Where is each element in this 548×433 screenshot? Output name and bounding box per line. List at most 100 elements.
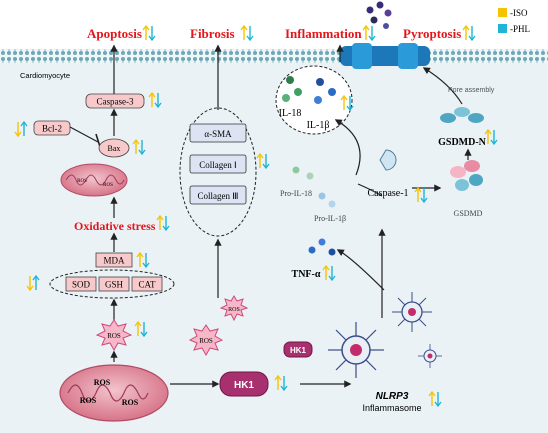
mito-small-ros-2: ROS: [103, 183, 113, 188]
trend-gsdmd-n: [484, 128, 498, 146]
ros-burst-mid: [219, 295, 249, 322]
trend-bax: [132, 138, 146, 156]
mito-ros-1: ROS: [94, 378, 111, 387]
collagen1-label: Collagen Ⅰ: [199, 160, 236, 170]
hk1-main-label: HK1: [234, 380, 254, 391]
trend-il: [340, 94, 354, 112]
arrow-pore-assembly: [422, 67, 463, 105]
hk1-main-node: [219, 371, 269, 397]
gsdmd-label: GSDMD: [454, 209, 483, 218]
mito-ros-3: ROS: [122, 398, 139, 407]
arrow-caspase1-il: [334, 119, 361, 176]
cat-box: [131, 276, 163, 292]
mda-box: [95, 252, 133, 268]
ros-burst-center: [95, 319, 133, 352]
gsdmd-n-shape: [440, 107, 484, 123]
caspase3-label: Caspase-3: [97, 97, 134, 107]
il1b-label: IL-1β: [307, 120, 330, 131]
trend-antioxidants: [26, 274, 40, 292]
bax-label: Bax: [108, 144, 121, 153]
legend-phl-swatch: [498, 24, 507, 33]
ros-left-label: ROS: [199, 337, 213, 345]
trend-mda: [136, 251, 150, 269]
ros-mid-label: ROS: [228, 307, 240, 313]
pro-il18-label: Pro-IL-18: [280, 189, 312, 198]
cardiomyocyte-label: Cardiomyocyte: [20, 71, 70, 80]
gsdmd-n-label: GSDMD-N: [438, 137, 487, 148]
antioxidant-group: [49, 269, 175, 299]
pro-il1b-label: Pro-IL-1β: [314, 214, 346, 223]
trend-bcl2: [14, 120, 28, 138]
ros-center-label: ROS: [107, 332, 121, 340]
caspase1-shape: [379, 149, 397, 171]
trend-fibrosis: [240, 24, 254, 42]
sod-label: SOD: [72, 280, 91, 290]
tnfa-label: TNF-α: [292, 269, 321, 280]
trend-indicators: [14, 24, 498, 408]
mda-label: MDA: [103, 256, 125, 266]
cat-label: CAT: [138, 280, 156, 290]
nlrp3-complex-top: [392, 292, 432, 332]
mito-small-ros-1: ROS: [77, 179, 87, 184]
apoptosis-title: Apoptosis: [87, 26, 142, 41]
legend-iso-swatch: [498, 8, 507, 17]
pyroptosis-title: Pyroptosis: [403, 26, 461, 41]
trend-ros: [134, 320, 148, 338]
gsdmd-pore: [340, 43, 430, 69]
tnfa-dots: [308, 238, 336, 256]
trend-pyroptosis: [462, 24, 476, 42]
collagen3-label: Collagen Ⅲ: [198, 191, 239, 201]
il1b-dots: [314, 78, 336, 104]
nlrp3-label: NLRP3: [376, 391, 409, 402]
gsh-label: GSH: [105, 280, 124, 290]
sod-box: [65, 276, 97, 292]
inhibition-bcl2-bax: [69, 126, 99, 143]
hk1-small-node: [283, 341, 313, 358]
extracellular-area: [0, 0, 548, 50]
hk1-small-label: HK1: [290, 346, 307, 355]
gsdmd-shape: [450, 160, 483, 191]
mitochondrion-small: [60, 163, 128, 197]
pro-il1b-dots: [318, 192, 336, 208]
caspase3-box: [85, 93, 145, 109]
cell-membrane: [0, 49, 548, 63]
legend-iso-label: -ISO: [510, 8, 528, 18]
sma-label: α-SMA: [204, 129, 232, 139]
nlrp3-complex-large: [328, 322, 384, 378]
fibrosis-title: Fibrosis: [190, 26, 235, 41]
il18-dots: [282, 76, 302, 102]
trend-oxidative: [156, 214, 170, 232]
gsh-box: [98, 276, 130, 292]
trend-caspase1: [414, 186, 428, 204]
legend-phl-label: -PHL: [510, 24, 530, 34]
il18-label: IL-18: [279, 108, 302, 119]
trend-caspase3: [148, 91, 162, 109]
oxidative-stress-title: Oxidative stress: [74, 219, 156, 233]
bcl2-label: Bcl-2: [42, 124, 62, 134]
trend-inflammation: [362, 24, 376, 42]
trend-tnfa: [322, 264, 336, 282]
pore-assembly-label: Pore assembly: [448, 87, 495, 94]
mitochondrion-large: [59, 364, 169, 422]
arrow-nlrp3-tnfa: [336, 249, 385, 291]
trend-apoptosis: [142, 24, 156, 42]
nlrp3-sub-label: Inflammasome: [362, 403, 421, 413]
released-particles: [366, 1, 392, 29]
trend-nlrp3: [428, 390, 442, 408]
bcl2-box: [33, 120, 71, 136]
pro-il18-dots: [292, 166, 314, 180]
fibrosis-marker-group: [179, 107, 257, 237]
collagen1-box: [189, 154, 247, 174]
nlrp3-complex-small: [418, 344, 442, 368]
bax-node: [98, 138, 130, 158]
mito-ros-2: ROS: [80, 396, 97, 405]
trend-fibrosis-markers: [256, 152, 270, 170]
collagen3-box: [189, 185, 247, 205]
sma-box: [189, 123, 247, 143]
ros-burst-left: [188, 324, 224, 357]
arrow-caspase1-link: [357, 183, 383, 197]
inflammation-title: Inflammation: [285, 26, 362, 41]
trend-hk1: [274, 374, 288, 392]
